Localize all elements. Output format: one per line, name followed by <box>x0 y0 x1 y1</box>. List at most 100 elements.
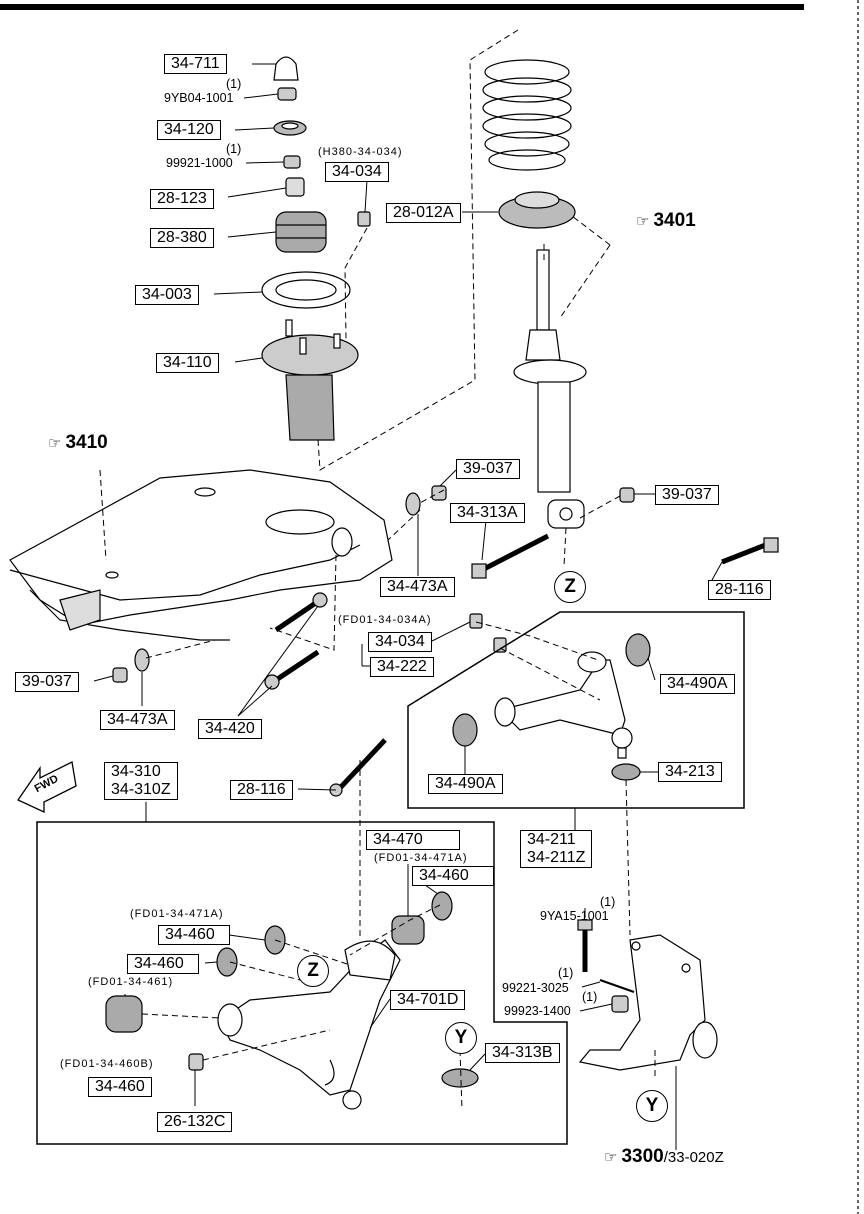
nut-34-034-drawing <box>357 211 371 227</box>
qty-99923: (1) <box>582 990 598 1004</box>
label-34-490a-b[interactable]: 34-490A <box>428 774 503 794</box>
nut-9yb04-drawing <box>277 87 297 101</box>
washer-34-120-drawing <box>273 120 307 136</box>
label-39-037-b[interactable]: 39-037 <box>655 485 719 505</box>
ref-3300-sub: /33-020Z <box>663 1149 724 1166</box>
bushing-34-460-left-drawing <box>105 995 143 1033</box>
label-34-313b[interactable]: 34-313B <box>485 1043 560 1063</box>
label-34-473a-a[interactable]: 34-473A <box>380 577 455 597</box>
bushing-34-490a-lower-drawing <box>452 713 478 747</box>
bushing-34-490a-upper-drawing <box>625 633 651 667</box>
label-34-310: 34-310 <box>111 763 161 780</box>
nut-34-034-mid-drawing <box>469 613 507 653</box>
seat-34-003-drawing <box>261 271 351 309</box>
label-34-420[interactable]: 34-420 <box>198 719 262 739</box>
label-34-110[interactable]: 34-110 <box>156 353 219 373</box>
dust-boot-34-213-drawing <box>611 763 641 781</box>
label-34-701d[interactable]: 34-701D <box>390 990 466 1010</box>
label-34-460-a[interactable]: 34-460 <box>412 866 494 886</box>
label-34-460-c[interactable]: 34-460 <box>127 954 199 974</box>
label-34-711[interactable]: 34-711 <box>164 54 227 74</box>
label-34-460-b[interactable]: 34-460 <box>158 925 230 945</box>
cotter-pin-99221-drawing <box>599 979 635 993</box>
label-28-012a[interactable]: 28-012A <box>386 203 461 223</box>
label-99923-1400[interactable]: 99923-1400 <box>504 1004 571 1018</box>
lower-arm-drawing <box>217 939 401 1110</box>
note-h380-34-034: (H380-34-034) <box>318 146 403 158</box>
hand-pointer-icon: ☞ <box>636 213 650 230</box>
label-28-380[interactable]: 28-380 <box>150 228 214 248</box>
callout-z-arm[interactable]: Z <box>297 955 329 987</box>
label-99221-3025[interactable]: 99221-3025 <box>502 981 569 995</box>
ref-3401[interactable]: ☞3401 <box>636 210 696 231</box>
label-34-120[interactable]: 34-120 <box>157 120 221 140</box>
qty-9ya15: (1) <box>600 895 616 909</box>
callout-y-arm[interactable]: Y <box>445 1022 477 1054</box>
upper-arm-frame <box>407 611 745 809</box>
washer-34-473a-left-drawing <box>134 648 150 672</box>
label-34-313a[interactable]: 34-313A <box>450 503 525 523</box>
callout-y-knuckle[interactable]: Y <box>636 1090 668 1122</box>
bolt-9ya15-drawing <box>577 919 593 972</box>
label-34-310z: 34-310Z <box>111 781 171 798</box>
label-34-222[interactable]: 34-222 <box>370 657 434 677</box>
label-34-003[interactable]: 34-003 <box>135 285 199 305</box>
label-39-037-c[interactable]: 39-037 <box>15 672 79 692</box>
bushing-34-470-drawing <box>391 915 425 945</box>
label-34-034-top[interactable]: 34-034 <box>325 162 389 182</box>
bolt-34-313a-drawing <box>471 533 550 579</box>
label-34-034-mid[interactable]: 34-034 <box>368 632 432 652</box>
nut-99921-drawing <box>283 155 301 169</box>
washer-34-473a-right-drawing <box>405 492 421 516</box>
label-28-116-a[interactable]: 28-116 <box>708 580 771 600</box>
label-34-490a-a[interactable]: 34-490A <box>660 674 735 694</box>
qty-99921: (1) <box>226 142 242 156</box>
coil-spring-drawing <box>482 59 572 171</box>
bump-stop-28-380-drawing <box>275 211 327 253</box>
nut-39-037-left-drawing <box>112 667 128 683</box>
mount-34-110-drawing <box>261 319 359 441</box>
label-34-473a-b[interactable]: 34-473A <box>100 710 175 730</box>
shock-absorber-drawing <box>513 249 587 529</box>
fwd-arrow-icon <box>17 761 77 814</box>
note-fd01-34-471a-b: (FD01-34-471A) <box>130 908 224 920</box>
label-9yb04-1001[interactable]: 9YB04-1001 <box>164 91 234 105</box>
steering-knuckle-drawing <box>578 934 718 1071</box>
label-34-211z: 34-211Z <box>527 849 586 866</box>
label-34-213[interactable]: 34-213 <box>658 762 722 782</box>
qty-9yb04: (1) <box>226 77 242 91</box>
label-34-211: 34-211 <box>527 831 576 848</box>
note-fd01-34-471a-a: (FD01-34-471A) <box>374 852 468 864</box>
ref-3410[interactable]: ☞3410 <box>48 432 108 453</box>
note-fd01-34-034a: (FD01-34-034A) <box>338 614 432 626</box>
bushing-28-123-drawing <box>285 177 305 197</box>
label-34-310-group[interactable]: 34-310 34-310Z <box>104 762 178 800</box>
label-26-132c[interactable]: 26-132C <box>157 1112 233 1132</box>
upper-arm-drawing <box>494 651 633 759</box>
bump-stop-cap-drawing <box>273 56 299 81</box>
bolt-28-116-upper-drawing <box>721 537 779 565</box>
label-34-211-group[interactable]: 34-211 34-211Z <box>520 830 593 868</box>
nut-39-037-right-drawing <box>619 487 635 503</box>
label-34-470[interactable]: 34-470 <box>366 830 460 850</box>
label-28-116-b[interactable]: 28-116 <box>230 780 293 800</box>
subframe-drawing <box>9 469 393 641</box>
label-99921-1000[interactable]: 99921-1000 <box>166 156 233 170</box>
qty-99221: (1) <box>558 966 574 980</box>
label-9ya15-1001[interactable]: 9YA15-1001 <box>540 909 609 923</box>
label-39-037-a[interactable]: 39-037 <box>456 459 520 479</box>
note-fd01-34-460b: (FD01-34-460B) <box>60 1058 154 1070</box>
hand-pointer-icon: ☞ <box>48 435 62 452</box>
label-28-123[interactable]: 28-123 <box>150 189 214 209</box>
dust-boot-34-313b-drawing <box>441 1068 479 1088</box>
label-34-460-d[interactable]: 34-460 <box>88 1077 152 1097</box>
callout-z-shock[interactable]: Z <box>554 571 586 603</box>
hand-pointer-icon: ☞ <box>604 1149 618 1166</box>
nut-99923-drawing <box>611 995 629 1013</box>
ref-3300[interactable]: ☞3300/33-020Z <box>604 1146 724 1167</box>
top-rule <box>0 4 804 10</box>
lower-arm-frame <box>36 821 568 1145</box>
spring-seat-28-012a-drawing <box>498 191 576 229</box>
